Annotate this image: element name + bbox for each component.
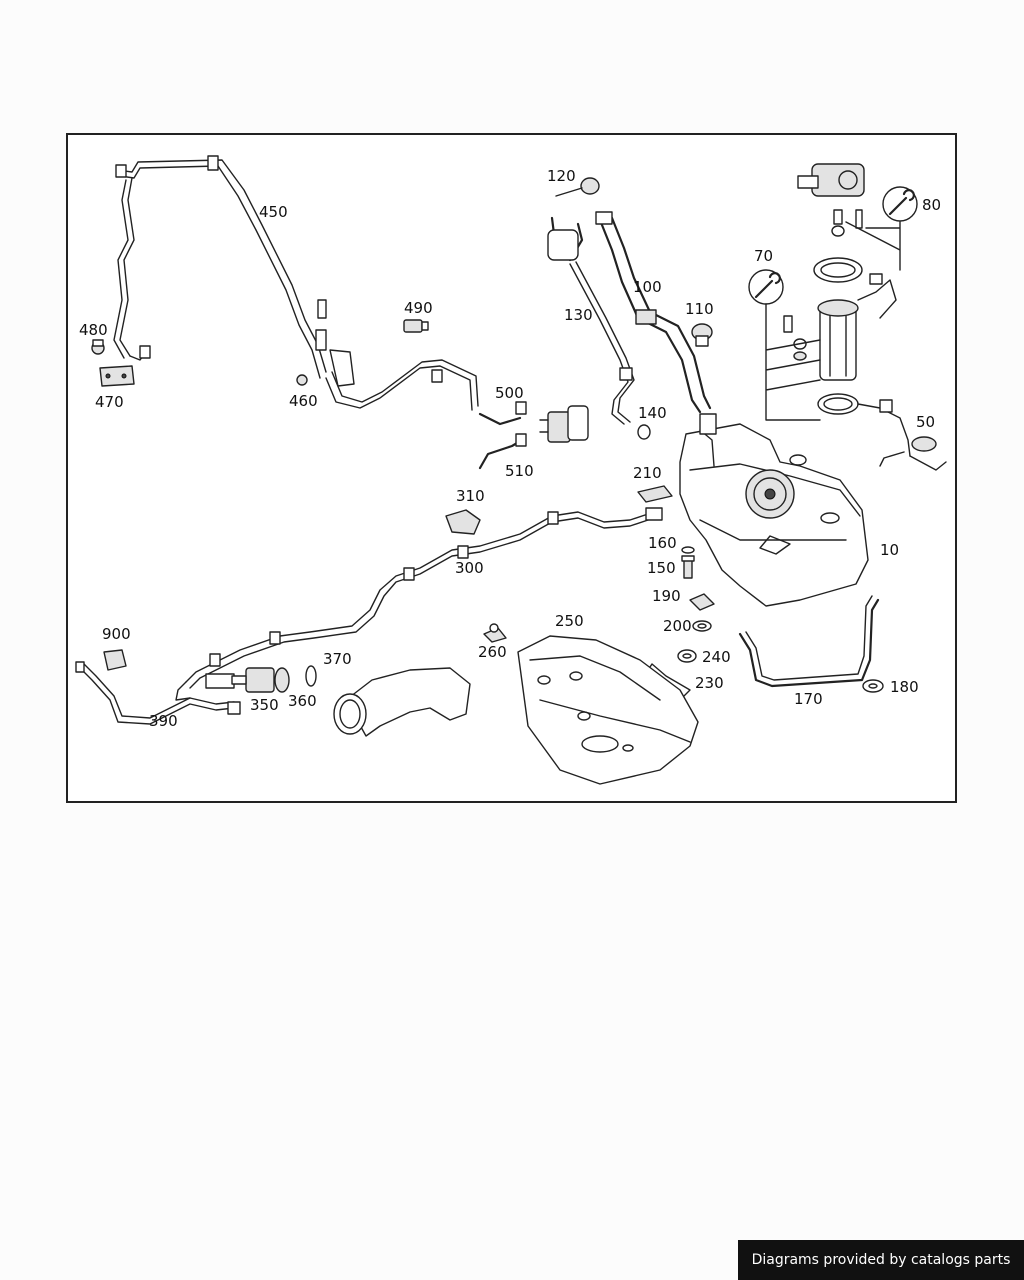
part-360-seal[interactable] xyxy=(274,667,290,693)
part-450-fuel-lines[interactable] xyxy=(113,155,327,379)
part-310-bracket[interactable] xyxy=(445,509,481,535)
callout-200: 200 xyxy=(663,617,692,635)
part-490-connector[interactable] xyxy=(403,319,429,333)
callout-120: 120 xyxy=(547,167,576,185)
part-170-tank-strap[interactable] xyxy=(738,595,880,688)
part-900-cover[interactable] xyxy=(103,649,127,671)
part-510-hose[interactable] xyxy=(478,433,527,470)
part-210-bracket[interactable] xyxy=(637,485,673,503)
callout-360: 360 xyxy=(288,692,317,710)
part-370-ring[interactable] xyxy=(305,665,317,687)
part-200-nut[interactable] xyxy=(692,620,712,632)
callout-110: 110 xyxy=(685,300,714,318)
part-10-fuel-tank[interactable] xyxy=(679,413,869,607)
callout-310: 310 xyxy=(456,487,485,505)
callout-900: 900 xyxy=(102,625,131,643)
callout-230: 230 xyxy=(695,674,724,692)
callout-180: 180 xyxy=(890,678,919,696)
part-350-connector[interactable] xyxy=(205,667,275,693)
part-120-cap[interactable] xyxy=(555,177,600,197)
callout-50: 50 xyxy=(916,413,935,431)
callout-150: 150 xyxy=(647,559,676,577)
part-390-line[interactable] xyxy=(75,661,241,725)
part-150-bolt[interactable] xyxy=(681,555,695,579)
callout-300: 300 xyxy=(455,559,484,577)
callout-350: 350 xyxy=(250,696,279,714)
part-140-o-ring[interactable] xyxy=(637,424,651,440)
callout-370: 370 xyxy=(323,650,352,668)
part-250-heat-shield[interactable] xyxy=(517,635,699,785)
part-160-washer[interactable] xyxy=(681,546,695,554)
callout-450: 450 xyxy=(259,203,288,221)
part-70-lock-ring[interactable] xyxy=(813,257,863,283)
part-500-hose[interactable] xyxy=(478,401,527,426)
callout-470: 470 xyxy=(95,393,124,411)
part-80-wrench-icon xyxy=(882,186,918,222)
callout-10: 10 xyxy=(880,541,899,559)
part-70-wrench-icon xyxy=(748,269,784,305)
part-470-bracket[interactable] xyxy=(99,365,135,387)
callout-490: 490 xyxy=(404,299,433,317)
callout-210: 210 xyxy=(633,464,662,482)
callout-250: 250 xyxy=(555,612,584,630)
part-190-clip[interactable] xyxy=(689,593,715,611)
intake-duct[interactable] xyxy=(333,667,471,737)
credit-badge: Diagrams provided by catalogs parts xyxy=(738,1240,1024,1280)
callout-500: 500 xyxy=(495,384,524,402)
part-50-sensor-harness[interactable] xyxy=(857,399,947,471)
part-480-clip[interactable] xyxy=(91,339,105,355)
callout-170: 170 xyxy=(794,690,823,708)
part-260-clip[interactable] xyxy=(483,623,507,643)
diagram-frame xyxy=(66,133,957,803)
callout-100: 100 xyxy=(633,278,662,296)
fuel-sender-unit[interactable] xyxy=(765,273,897,421)
callout-190: 190 xyxy=(652,587,681,605)
callout-390: 390 xyxy=(149,712,178,730)
part-130-vent-line[interactable] xyxy=(547,216,635,425)
callout-70: 70 xyxy=(754,247,773,265)
part-240-nut[interactable] xyxy=(677,649,697,663)
callout-510: 510 xyxy=(505,462,534,480)
callout-460: 460 xyxy=(289,392,318,410)
part-70-seal-ring[interactable] xyxy=(817,393,859,415)
part-100-filler-neck[interactable] xyxy=(595,211,712,414)
callout-80: 80 xyxy=(922,196,941,214)
part-460-line-section[interactable] xyxy=(296,349,479,411)
callout-160: 160 xyxy=(648,534,677,552)
part-300-line[interactable] xyxy=(185,507,663,689)
part-180-nut[interactable] xyxy=(862,679,884,693)
callout-130: 130 xyxy=(564,306,593,324)
callout-480: 480 xyxy=(79,321,108,339)
callout-240: 240 xyxy=(702,648,731,666)
callout-140: 140 xyxy=(638,404,667,422)
part-80-module-top[interactable] xyxy=(797,163,901,271)
part-110-cap[interactable] xyxy=(691,323,713,347)
pump-assembly[interactable] xyxy=(539,405,589,443)
callout-260: 260 xyxy=(478,643,507,661)
